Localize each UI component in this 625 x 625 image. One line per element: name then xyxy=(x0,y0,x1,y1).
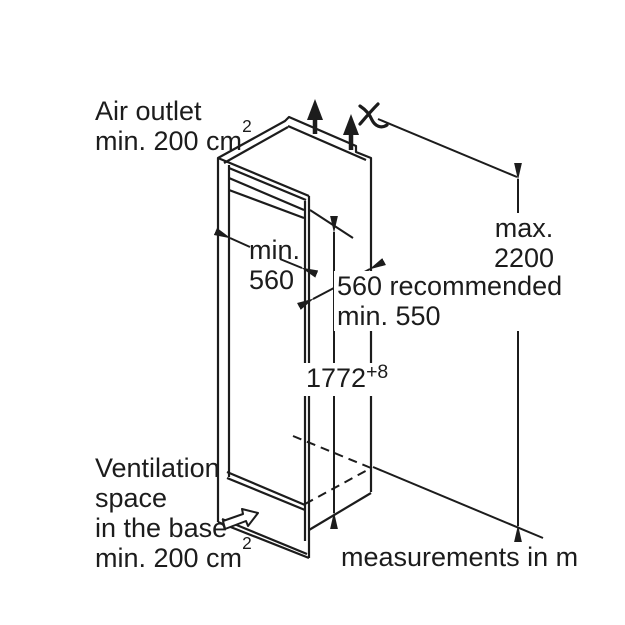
ventilation-superscript: 2 xyxy=(242,533,252,554)
niche-height-value: 1772 xyxy=(306,363,367,393)
opening-depth-leader-left xyxy=(213,227,251,248)
max-height-label: max. 2200 xyxy=(486,213,562,273)
dimension-niche-height xyxy=(309,209,354,529)
cabinet-front-top-inner-edge xyxy=(228,166,307,202)
niche-floor-front-edge-2 xyxy=(226,476,306,512)
opening-depth-line1: min. xyxy=(249,235,301,265)
max-height-line1: max. xyxy=(494,213,554,243)
niche-height-label: 1772+8 xyxy=(303,361,392,396)
units-note-label: measurements in m xyxy=(341,542,579,572)
air-outlet-line1: Air outlet xyxy=(95,96,202,126)
base-airflow-arrow-icon xyxy=(222,508,259,530)
niche-height-tolerance: +8 xyxy=(366,361,389,384)
niche-floor-front-edge xyxy=(226,470,306,507)
recommended-depth-label: 560 recommended min. 550 xyxy=(334,271,566,331)
air-outlet-label: Air outlet min. 200 cm2 xyxy=(95,96,252,156)
ventilation-line4: min. 200 cm2 xyxy=(95,533,252,573)
ventilation-line2: space xyxy=(95,483,168,513)
cabinet-front-top-edge xyxy=(217,156,310,198)
niche-height-reference-line xyxy=(309,209,354,239)
air-outlet-superscript: 2 xyxy=(242,116,252,137)
recommended-depth-line2: min. 550 xyxy=(337,301,441,331)
cabinet-top-inner-left-edge xyxy=(223,126,289,164)
ventilation-line3: in the base xyxy=(95,513,228,543)
cabinet-left-top-back-edges xyxy=(216,115,373,522)
hidden-floor-edges xyxy=(292,435,372,505)
power-cord-icon xyxy=(358,102,389,129)
opening-depth-line2: 560 xyxy=(249,265,295,295)
opening-depth-label: min. 560 xyxy=(249,235,300,295)
recommended-depth-line1: 560 recommended xyxy=(337,271,563,301)
plinth-bottom-outer-edge xyxy=(217,520,310,560)
airflow-arrow-up-icon xyxy=(343,114,359,150)
air-outlet-line2: min. 200 cm2 xyxy=(95,116,252,156)
ventilation-label: Ventilation space in the base min. 200 c… xyxy=(95,453,252,573)
side-panel-bottom-edge xyxy=(308,492,372,531)
cabinet-top-inner-back-edge xyxy=(287,124,367,162)
niche-ceiling-edge-1 xyxy=(228,176,305,212)
niche-ceiling-edge-2 xyxy=(228,188,305,220)
max-height-line2: 2200 xyxy=(493,243,555,273)
hidden-floor-right-edge xyxy=(304,467,372,505)
ventilation-line1: Ventilation xyxy=(95,453,220,483)
max-height-extension-top xyxy=(377,118,518,178)
airflow-arrow-up-icon xyxy=(307,99,323,134)
